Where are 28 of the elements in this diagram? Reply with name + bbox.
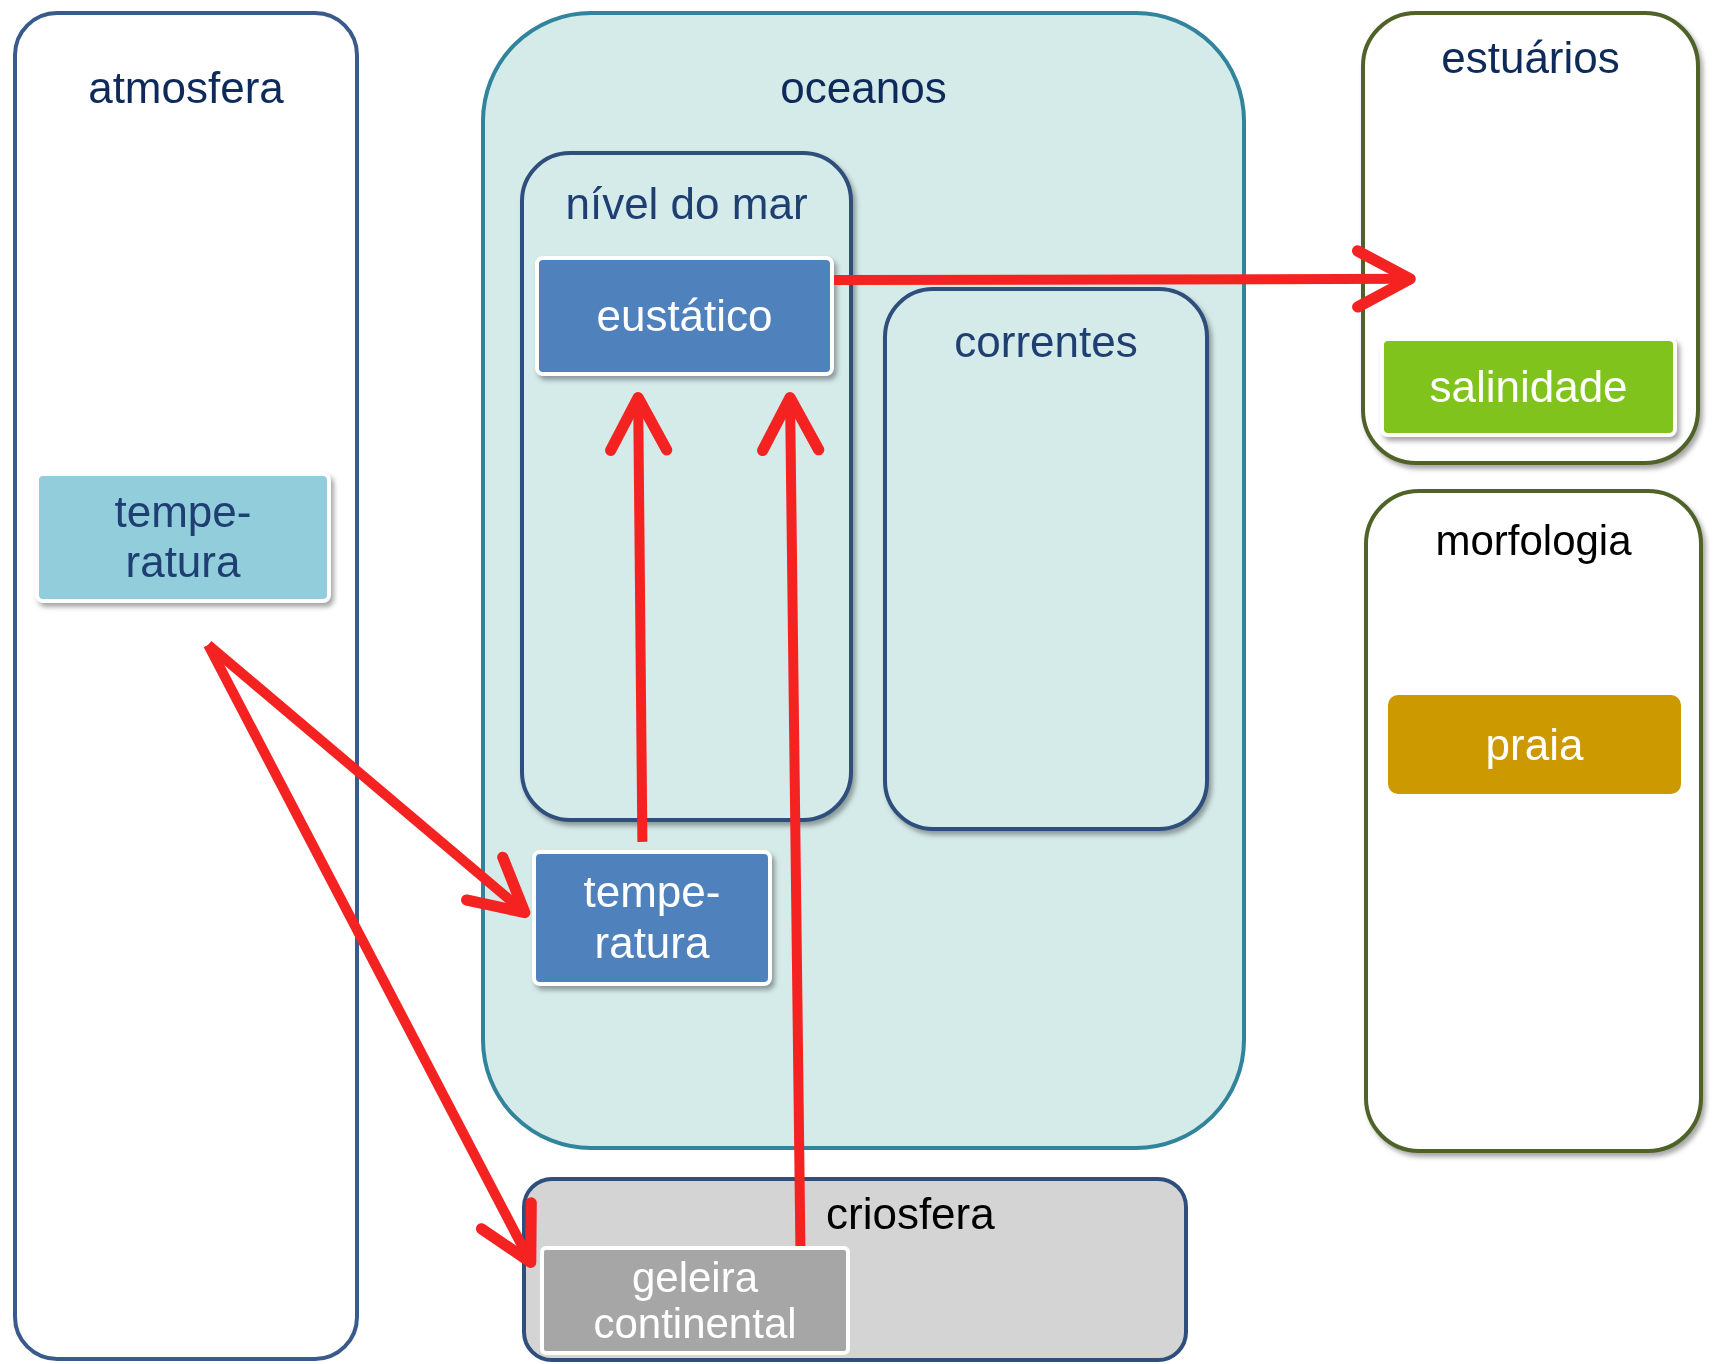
box-label: praia bbox=[1484, 719, 1585, 770]
arrow bbox=[757, 392, 825, 1247]
process-box bbox=[535, 256, 834, 376]
group-title: morfologia bbox=[1434, 517, 1633, 566]
arrow bbox=[203, 642, 537, 1268]
box-label: tempe- ratura bbox=[582, 867, 722, 969]
group-title: correntes bbox=[953, 317, 1139, 368]
arrow bbox=[605, 392, 673, 842]
group-title: atmosfera bbox=[87, 63, 285, 114]
box-label: geleira continental bbox=[592, 1254, 798, 1347]
group-title: estuários bbox=[1440, 33, 1621, 84]
container-box bbox=[1361, 11, 1700, 465]
process-box bbox=[540, 1246, 850, 1355]
container-box bbox=[481, 11, 1246, 1150]
box-label: eustático bbox=[595, 290, 774, 342]
container-box bbox=[520, 151, 853, 822]
group-title: criosfera bbox=[826, 1189, 995, 1240]
container-box bbox=[13, 11, 359, 1361]
group-title: oceanos bbox=[779, 63, 948, 114]
container-box bbox=[1364, 489, 1703, 1153]
process-box bbox=[532, 850, 772, 986]
process-box bbox=[1388, 695, 1681, 794]
container-box bbox=[883, 287, 1209, 831]
container-box bbox=[522, 1177, 1188, 1362]
box-label: tempe- ratura bbox=[113, 486, 253, 589]
arrow bbox=[834, 245, 1416, 313]
box-label: salinidade bbox=[1428, 361, 1629, 413]
group-title: nível do mar bbox=[564, 179, 809, 230]
